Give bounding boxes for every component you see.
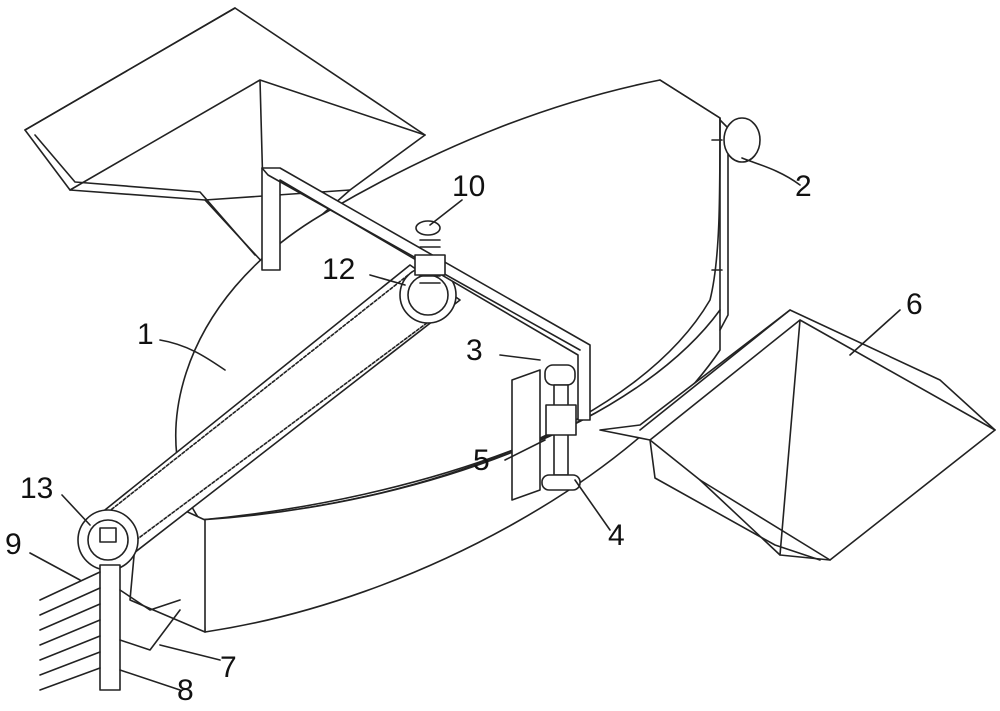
label-10: 10 [452, 172, 485, 202]
label-12: 12 [322, 255, 355, 285]
label-4: 4 [608, 521, 625, 551]
label-3: 3 [466, 336, 483, 366]
knob-10 [416, 221, 440, 235]
label-6: 6 [906, 290, 923, 320]
label-8: 8 [177, 676, 194, 706]
label-9: 9 [5, 530, 22, 560]
label-5: 5 [473, 446, 490, 476]
label-13: 13 [20, 474, 53, 504]
label-2: 2 [795, 172, 812, 202]
label-1: 1 [137, 320, 154, 350]
outlet-pipe [724, 118, 760, 162]
label-7: 7 [220, 653, 237, 683]
